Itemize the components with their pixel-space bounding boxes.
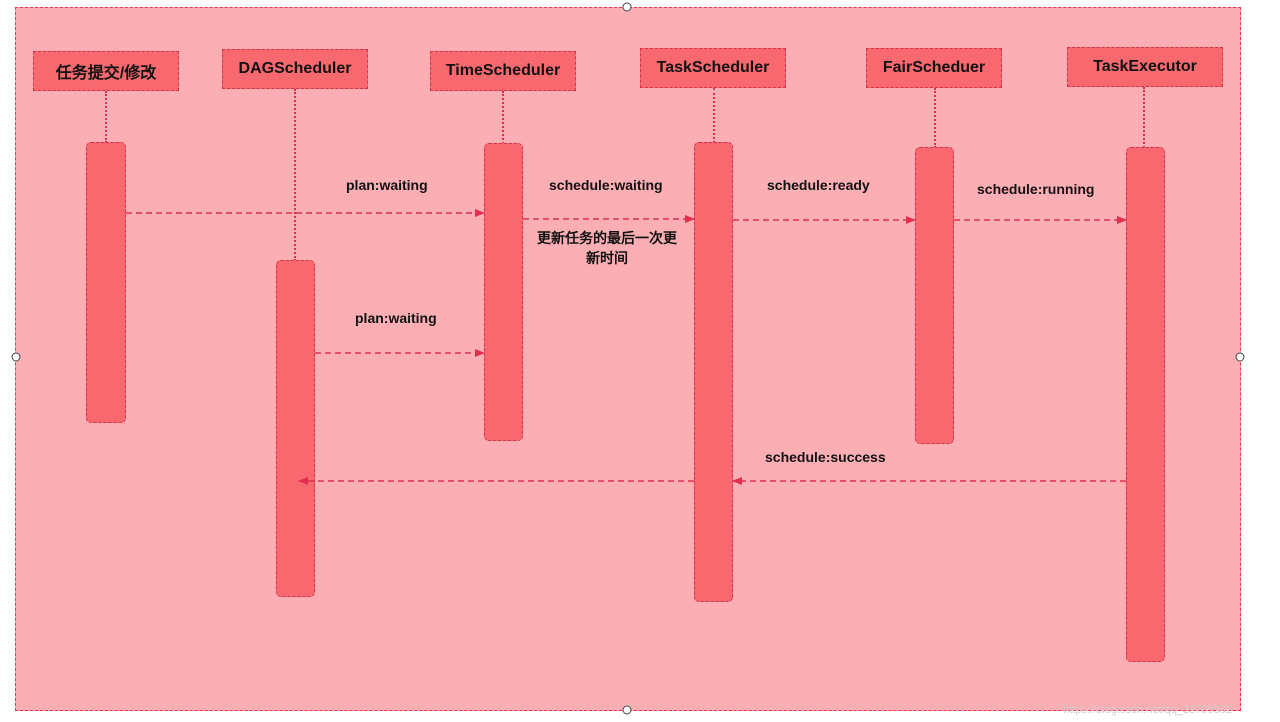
resize-handle-left[interactable]: [11, 352, 21, 362]
actor-dag-scheduler[interactable]: DAGScheduler: [222, 49, 368, 89]
lifeline-exec: [1143, 87, 1145, 148]
actor-fair-scheduler[interactable]: FairScheduer: [866, 48, 1002, 88]
activation-fair-scheduler[interactable]: [915, 147, 954, 444]
activation-submit[interactable]: [86, 142, 126, 423]
msg-label-time-to-task: schedule:waiting: [549, 177, 663, 193]
actor-task-executor[interactable]: TaskExecutor: [1067, 47, 1223, 87]
lifeline-task: [713, 88, 715, 143]
msg-label-fair-to-exec: schedule:running: [977, 181, 1095, 197]
lifeline-dag: [294, 89, 296, 261]
lifeline-time: [502, 91, 504, 144]
resize-handle-right[interactable]: [1235, 352, 1245, 362]
lifeline-submit: [105, 91, 107, 143]
resize-handle-top[interactable]: [622, 2, 632, 12]
msg-label-exec-to-task: schedule:success: [765, 449, 886, 465]
activation-task-executor[interactable]: [1126, 147, 1165, 662]
watermark: https://blog.csdn.net/qq_33709582: [1063, 704, 1232, 716]
resize-handle-bottom[interactable]: [622, 705, 632, 715]
lifeline-fair: [934, 88, 936, 148]
msg-label-task-to-fair: schedule:ready: [767, 177, 870, 193]
note-update-time: 更新任务的最后一次更新时间: [537, 230, 677, 266]
actor-task-scheduler[interactable]: TaskScheduler: [640, 48, 786, 88]
msg-label-submit-to-time: plan:waiting: [346, 177, 428, 193]
activation-task-scheduler[interactable]: [694, 142, 733, 602]
actor-time-scheduler[interactable]: TimeScheduler: [430, 51, 576, 91]
activation-dag-scheduler[interactable]: [276, 260, 315, 597]
activation-time-scheduler[interactable]: [484, 143, 523, 441]
actor-submit[interactable]: 任务提交/修改: [33, 51, 179, 91]
msg-label-dag-to-time: plan:waiting: [355, 310, 437, 326]
diagram-canvas[interactable]: [15, 7, 1241, 711]
